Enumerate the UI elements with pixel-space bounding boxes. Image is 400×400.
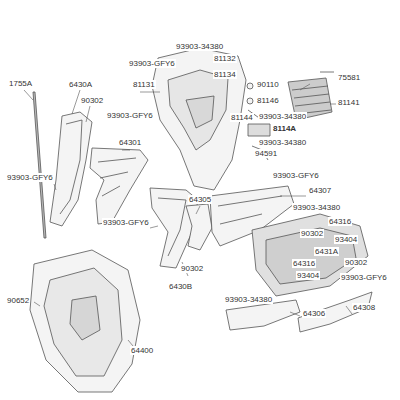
- callout-number: 64316: [292, 259, 316, 268]
- callout-number: 93903-34380: [258, 138, 307, 147]
- callout-number: 93903-GFY6: [6, 173, 54, 182]
- callout-number: 81131: [132, 80, 156, 89]
- callout-number: 93903-34380: [258, 112, 307, 121]
- callout-number: 6431A: [314, 247, 339, 256]
- leg-shield: [30, 250, 140, 392]
- callout-number: 93903-GFY6: [272, 171, 320, 180]
- clip: [247, 98, 253, 104]
- box-part: [248, 124, 270, 136]
- callout-number: 90110: [256, 80, 280, 89]
- callout-number: 94591: [254, 149, 278, 158]
- lower-cover-right: [298, 292, 372, 332]
- front-shield: [90, 148, 148, 224]
- callout-number: 90302: [180, 264, 204, 273]
- callout-number: 75581: [337, 73, 361, 82]
- front-panel-left: [50, 112, 92, 226]
- callout-number: 93903-34380: [175, 42, 224, 51]
- callout-number: 64316: [328, 217, 352, 226]
- callout-number: 1755A: [8, 79, 33, 88]
- callout-number: 90302: [344, 258, 368, 267]
- clip: [247, 83, 253, 89]
- callout-number: 81134: [213, 70, 237, 79]
- callout-number: 64307: [308, 186, 332, 195]
- callout-number: 93903-34380: [292, 203, 341, 212]
- callout-number: 93404: [296, 271, 320, 280]
- callout-number: 6430B: [168, 282, 193, 291]
- callout-number: 90652: [6, 296, 30, 305]
- callout-number: 64308: [352, 303, 376, 312]
- leader-lines: [24, 84, 352, 346]
- callout-number: 93404: [334, 235, 358, 244]
- callout-number: 8114A: [272, 124, 297, 133]
- callout-number: 93903-GFY6: [106, 111, 154, 120]
- callout-number: 90302: [80, 96, 104, 105]
- lower-cover-left: [226, 300, 300, 330]
- callout-number: 93903-34380: [224, 295, 273, 304]
- callout-number: 6430A: [68, 80, 93, 89]
- rod: [33, 92, 46, 238]
- side-cover-small: [186, 204, 212, 250]
- callout-number: 93903-GFY6: [102, 218, 150, 227]
- callout-number: 64306: [302, 309, 326, 318]
- callout-number: 93903-GFY6: [128, 59, 176, 68]
- callout-number: 64305: [188, 195, 212, 204]
- callout-number: 81132: [213, 54, 237, 63]
- callout-number: 93903-GFY6: [340, 273, 388, 282]
- callout-number: 81146: [256, 96, 280, 105]
- floor-panel: [252, 214, 368, 296]
- callout-number: 81144: [230, 113, 254, 122]
- callout-number: 64301: [118, 138, 142, 147]
- callout-number: 64400: [130, 346, 154, 355]
- callout-number: 90302: [300, 229, 324, 238]
- callout-number: 81141: [337, 98, 361, 107]
